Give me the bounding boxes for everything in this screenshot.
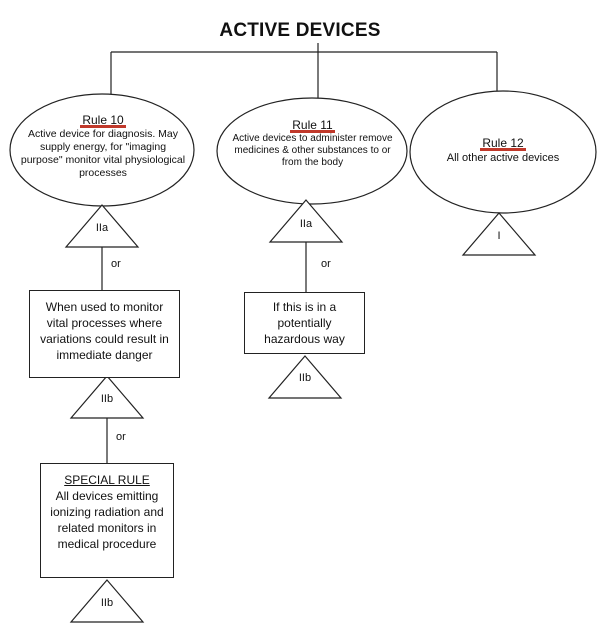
rule-11-box-class-label: IIb: [298, 372, 312, 384]
rule-10-text: Active device for diagnosis. May supply …: [20, 128, 186, 179]
special-rule-class-label: IIb: [100, 597, 114, 609]
rule-11-label: Rule 11: [290, 118, 335, 133]
rule-12-label: Rule 12: [480, 136, 526, 151]
rule-10-condition-text: When used to monitor vital processes whe…: [40, 300, 169, 362]
special-rule-title: SPECIAL RULE: [64, 473, 150, 487]
rule-12-content: Rule 12 All other active devices: [425, 136, 581, 165]
diagram-title: ACTIVE DEVICES: [219, 20, 381, 41]
rule-10-box-class-label: IIb: [100, 393, 114, 405]
rule-11-underline: [290, 130, 335, 133]
rule-10-condition-box: When used to monitor vital processes whe…: [29, 290, 180, 378]
special-rule-text: All devices emitting ionizing radiation …: [50, 489, 164, 551]
rule-10-class-label: IIa: [95, 222, 109, 234]
rule-11-text: Active devices to administer remove medi…: [232, 133, 393, 168]
rule-10-underline: [80, 125, 126, 128]
special-rule-box: SPECIAL RULE All devices emitting ionizi…: [40, 463, 174, 578]
rule-10-box-or-label: or: [116, 431, 126, 443]
rule-12-ellipse: [409, 90, 597, 214]
rule-12-underline: [480, 148, 526, 151]
rule-10-label: Rule 10: [80, 113, 126, 128]
rule-12-class-triangle: [461, 212, 537, 256]
rule-11-content: Rule 11 Active devices to administer rem…: [230, 118, 395, 169]
rule-11-class-label: IIa: [299, 218, 313, 230]
rule-11-condition-box: If this is in a potentially hazardous wa…: [244, 292, 365, 354]
special-rule-class-triangle: [69, 579, 145, 623]
rule-10-or-label: or: [111, 258, 121, 270]
rule-11-condition-text: If this is in a potentially hazardous wa…: [264, 300, 345, 346]
rule-10-content: Rule 10 Active device for diagnosis. May…: [20, 113, 186, 180]
rule-11-or-label: or: [321, 258, 331, 270]
rule-11-ellipse: [216, 97, 408, 205]
rule-11-box-class-triangle: [267, 355, 343, 399]
rule-12-text: All other active devices: [446, 152, 560, 164]
rule-12-class-label: I: [497, 230, 501, 242]
